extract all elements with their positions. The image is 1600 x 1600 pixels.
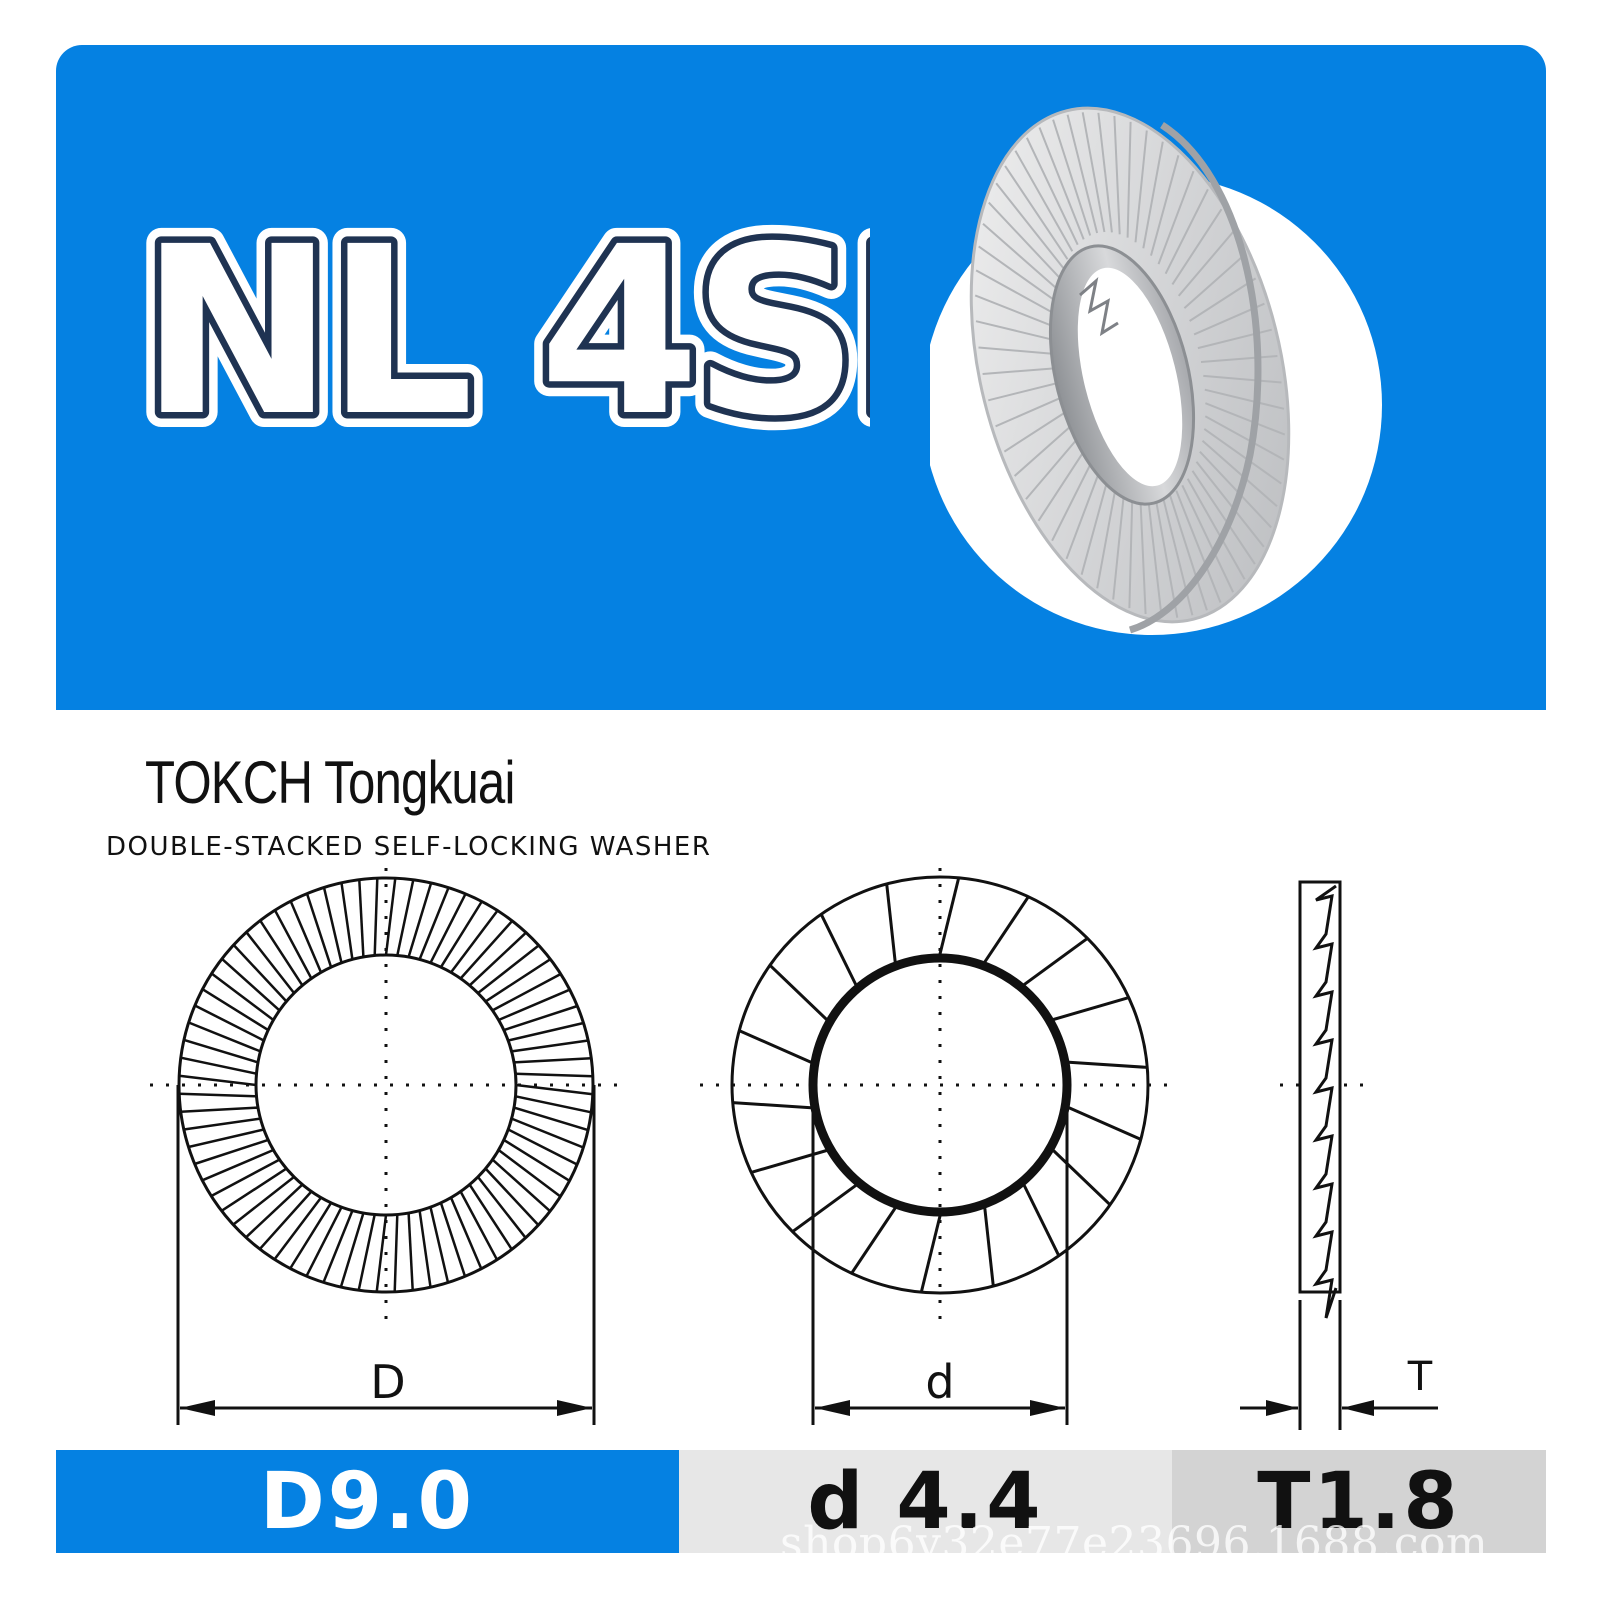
product-title: NL 4SP NL 4SP [130,212,870,452]
brand-name: TOKCH Tongkuai [145,749,515,816]
spec-inner-diameter: d 4.4 [679,1450,1172,1553]
outer-view-outer-edge [177,876,595,1294]
product-title-text: NL 4SP [140,212,870,452]
spec-outer-diameter: D9.0 [56,1450,679,1553]
outer-diameter-label: D [370,1355,405,1409]
technical-drawing: D d T [150,860,1438,1430]
dimension-arrows [180,1400,1374,1416]
product-title-outline: NL 4SP [140,212,870,452]
spec-thickness: T1.8 [1172,1450,1546,1553]
watermark: shop6y32e77e23696.1688.com [780,1518,1489,1569]
thickness-label: T [1407,1354,1433,1400]
inner-diameter-label: d [925,1355,954,1409]
product-subtitle: DOUBLE-STACKED SELF-LOCKING WASHER [106,832,712,862]
side-view [1298,880,1342,1319]
center-lines [150,860,1370,1320]
serrated-lock-washer-icon [930,106,1382,635]
